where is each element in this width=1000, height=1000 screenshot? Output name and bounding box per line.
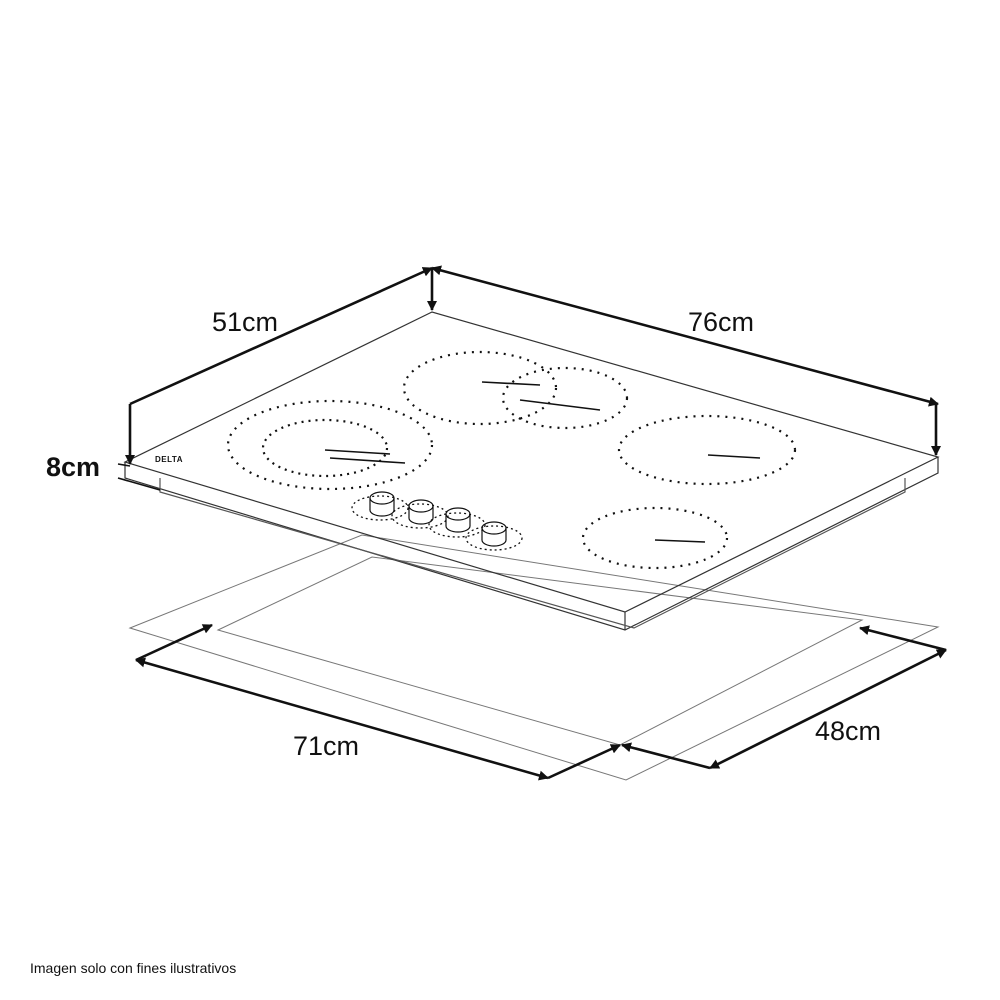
knob-3: [445, 507, 471, 533]
housing: [159, 478, 906, 629]
burner-rear-left: [402, 350, 558, 426]
cutout-depth-label: 48cm: [815, 716, 882, 746]
front-edge: [124, 457, 939, 631]
knob-2: [408, 499, 434, 525]
dim-tick-48-bottom: [621, 742, 711, 770]
burner-front-right: [581, 506, 729, 570]
dim-line-48cm: [709, 648, 947, 770]
dim-tick-71-right: [547, 743, 621, 780]
height-label: 8cm: [46, 452, 101, 482]
burner-marks: [324, 381, 761, 543]
burner-front-left-inner: [261, 418, 389, 478]
knob-4: [481, 521, 507, 547]
dim-line-76cm: [431, 265, 939, 407]
glass-top: [123, 311, 940, 613]
brand-logo: DELTA: [155, 455, 183, 464]
dim-tick-71-left: [135, 623, 213, 662]
depth-top-label: 51cm: [212, 307, 279, 337]
dim-line-51cm: [129, 266, 433, 406]
burner-rear-right: [617, 414, 797, 486]
dim-tick-48-top: [859, 625, 947, 652]
illustrative-footnote: Imagen solo con fines ilustrativos: [30, 960, 237, 976]
cooktop-body: [123, 311, 940, 631]
dim-line-71cm: [135, 657, 549, 781]
burner-front-left-outer: [226, 399, 434, 491]
knob-1: [369, 491, 395, 517]
knob-dials: [351, 495, 523, 551]
dim-tick-8cm-a: [117, 463, 131, 467]
control-knobs: [369, 491, 507, 547]
width-top-label: 76cm: [688, 307, 755, 337]
dimension-lines: [117, 265, 947, 781]
cutout-width-label: 71cm: [293, 731, 360, 761]
dim-tick-8cm-b: [117, 477, 161, 491]
